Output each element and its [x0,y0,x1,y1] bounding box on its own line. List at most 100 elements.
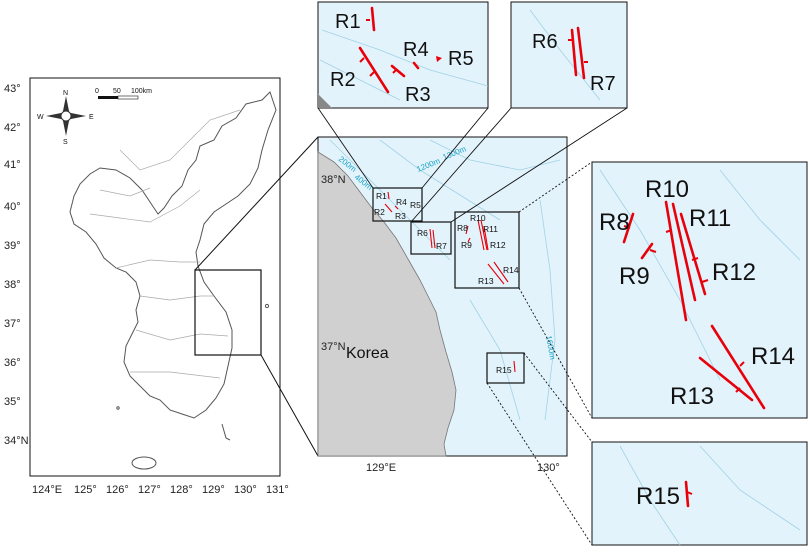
fault-line [394,205,399,210]
depth-label: 1600m [544,335,557,361]
depth-contour [699,445,801,531]
inset-b: R6 R7 [510,1,628,109]
fault-label: R5 [448,48,474,70]
lat-label: 41° [4,159,21,171]
fault-r10 [664,200,688,322]
lat-label: 38° [4,279,21,291]
fault-label: R11 [689,205,731,232]
fault-r11 [671,202,697,302]
fault-line [467,237,471,243]
fault-r6 [570,28,578,77]
fault-r12 [679,212,707,296]
depth-contour [469,299,521,421]
fault-label: R1 [335,11,361,33]
fault-r14 [710,324,766,410]
fault-label: R13 [478,276,494,286]
connector-line [518,161,593,213]
compass-n: N [63,90,68,97]
fault-label: R4 [396,197,407,207]
connector-line [523,352,593,443]
study-box-c [454,211,520,289]
overview-lon-labels: 124°E 125° 126° 127° 128° 129° 130° 131° [32,484,289,496]
depth-contour [321,29,489,87]
fault-line [480,219,488,251]
depth-contour [719,169,801,261]
inset-c-frame [591,161,808,419]
fault-line [513,360,516,373]
korea-peninsula-outline [69,91,277,419]
scale-tick: 50 [113,88,121,95]
fault-label: R7 [436,241,447,251]
island [264,303,270,309]
fault-label: R12 [490,240,506,250]
inset-a: R1 R2 R3 R4 R5 [317,1,489,109]
fault-r7 [576,26,586,80]
lon-label: 129°E [366,462,396,474]
fault-r15 [684,480,690,508]
admin-boundary [89,189,201,223]
depth-contour [599,169,721,381]
depth-contour [429,139,561,171]
fault-tick [686,491,693,495]
fault-line [384,203,393,213]
lon-label: 129° [202,484,225,496]
lat-label: 35° [4,396,21,408]
fault-r3 [390,64,406,78]
fault-label: R6 [532,31,558,53]
fault-tick [359,19,397,77]
overview-lat-labels: 43° 42° 41° 40° 39° 38° 37° 36° 35° 34°N [4,83,29,447]
fault-line [493,261,509,283]
lat-label: 36° [4,357,21,369]
inset-d: R15 [591,441,808,546]
depth-contour [329,139,451,261]
fault-label: R9 [461,240,472,250]
connector-line [518,287,593,419]
lon-label: 127° [138,484,161,496]
fault-tick [568,39,588,63]
fault-line [483,225,489,251]
fault-r9 [640,242,654,260]
island [116,406,120,410]
inset-c: R8 R9 R10 R11 R12 R13 R14 [591,161,808,419]
admin-boundary [115,259,200,269]
fault-line [487,263,505,285]
lon-label: 130° [537,462,560,474]
fault-label: R9 [619,263,650,290]
connector-line [421,107,489,189]
lon-label: 131° [266,484,289,496]
study-area-map: Korea 200m 400m 1200m 1300m 1600m [317,136,568,474]
fault-line [387,191,390,200]
fault-label: R6 [417,228,428,238]
island [221,423,231,441]
fault-r5 [436,56,442,62]
fault-label: R12 [712,259,756,286]
lon-label: 124°E [32,484,62,496]
fault-label: R5 [410,200,421,210]
lon-label: 126° [106,484,129,496]
korea-label: Korea [346,345,389,362]
lat-label: 37°N [321,341,346,353]
fault-label: R3 [405,84,431,106]
fault-label: R1 [376,191,387,201]
compass-s: S [63,139,68,146]
fault-label: R2 [330,69,356,91]
lat-label: 40° [4,201,21,213]
fault-label: R8 [457,223,468,233]
fault-r4 [412,61,420,70]
lon-label: 125° [74,484,97,496]
admin-boundary [130,371,221,379]
depth-contour [379,139,501,221]
admin-boundary [135,329,229,341]
admin-boundary [99,187,151,197]
fault-label: R15 [496,365,512,375]
study-box-d [486,352,525,384]
admin-boundary [119,109,241,171]
lat-label: 42° [4,122,21,134]
lon-label: 128° [170,484,193,496]
connector-line [486,382,593,546]
depth-contour [619,445,681,546]
fault-tick [623,225,745,393]
compass-e: E [89,114,94,121]
inset-a-frame [317,1,489,109]
inset-connectors [317,107,628,546]
